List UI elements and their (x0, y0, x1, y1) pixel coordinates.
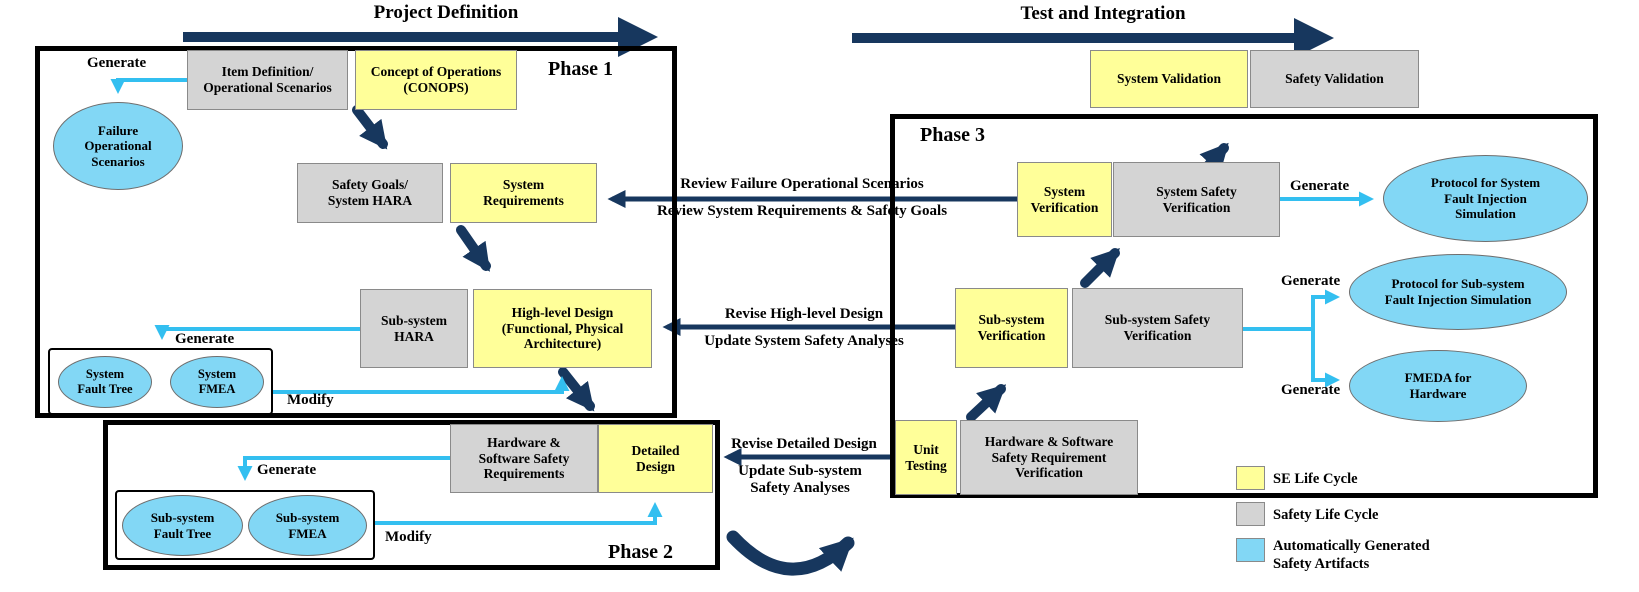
phase2-label: Phase 2 (608, 541, 673, 563)
label-modify-1: Modify (287, 392, 334, 408)
label-generate-4: Generate (1290, 178, 1350, 194)
box-detailed-design: Detailed Design (598, 424, 713, 493)
wire-generate-fmeda (1311, 329, 1341, 388)
legend-swatch-safety-life-cycle (1236, 502, 1265, 526)
box-system-requirements: System Requirements (450, 163, 597, 223)
phase1-box (35, 46, 677, 418)
label-review-failure-scenarios: Review Failure Operational Scenarios (680, 176, 924, 192)
artifact-system-fault-tree: System Fault Tree (58, 356, 152, 408)
label-revise-high-level-design: Revise High-level Design (724, 306, 884, 322)
box-hw-sw-safety-requirement-verification: Hardware & Software Safety Requirement V… (960, 420, 1138, 495)
wire-modify-high-level-design (273, 375, 570, 394)
legend-label-safety-life-cycle: Safety Life Cycle (1273, 507, 1379, 523)
artifact-failure-operational-scenarios: Failure Operational Scenarios (53, 102, 183, 190)
artifact-system-fmea: System FMEA (170, 356, 264, 408)
box-system-verification: System Verification (1017, 162, 1112, 237)
box-system-safety-verification: System Safety Verification (1113, 162, 1280, 237)
box-high-level-design: High-level Design (Functional, Physical … (473, 289, 652, 368)
box-safety-goals: Safety Goals/ System HARA (297, 163, 443, 223)
box-item-definition: Item Definition/ Operational Scenarios (187, 50, 348, 110)
phase2-box (103, 420, 720, 570)
label-revise-detailed-design: Revise Detailed Design (731, 436, 877, 452)
label-update-subsystem-safety-analyses: Update Sub-system Safety Analyses (738, 463, 862, 497)
legend-label-auto-generated: Automatically Generated Safety Artifacts (1273, 538, 1430, 573)
arrow-unit-to-subsystem-verification (966, 384, 1007, 422)
phase3-box (890, 114, 1598, 498)
wire-modify-detailed-design (375, 501, 663, 525)
label-generate-6: Generate (1281, 382, 1341, 398)
label-generate-1: Generate (87, 55, 147, 71)
box-hw-sw-safety-requirements: Hardware & Software Safety Requirements (450, 424, 598, 493)
legend-swatch-auto-generated (1236, 538, 1265, 562)
arrow-conops-to-safety-goals (352, 105, 388, 150)
artifact-fmeda-hardware: FMEDA for Hardware (1349, 350, 1527, 422)
header-project-definition: Project Definition (373, 2, 519, 23)
legend-label-se-life-cycle: SE Life Cycle (1273, 471, 1358, 487)
box-system-validation: System Validation (1090, 50, 1248, 108)
label-generate-3: Generate (257, 462, 317, 478)
arrow-phase2-to-phase3-swoosh (726, 530, 855, 576)
label-modify-2: Modify (385, 529, 432, 545)
artifact-protocol-subsystem-fault-injection: Protocol for Sub-system Fault Injection … (1349, 254, 1567, 330)
wire-generate-system-artifacts (154, 324, 360, 341)
box-unit-testing: Unit Testing (895, 420, 957, 495)
legend-swatch-se-life-cycle (1236, 466, 1265, 490)
box-conops: Concept of Operations (CONOPS) (355, 50, 517, 110)
wire-generate-failure-scenarios (110, 78, 187, 95)
label-generate-2: Generate (175, 331, 235, 347)
wire-generate-protocol-subsystem (1243, 289, 1341, 331)
artifact-subsystem-fmea: Sub-system FMEA (248, 495, 367, 556)
artifact-subsystem-fault-tree: Sub-system Fault Tree (122, 495, 243, 556)
label-update-system-safety-analyses: Update System Safety Analyses (704, 333, 904, 349)
arrow-subsystem-to-system-verification (1080, 248, 1120, 288)
phase3-label: Phase 3 (920, 124, 985, 146)
box-subsystem-hara: Sub-system HARA (360, 289, 468, 368)
header-test-and-integration: Test and Integration (1020, 3, 1186, 24)
label-generate-5: Generate (1281, 273, 1341, 289)
artifact-protocol-system-fault-injection: Protocol for System Fault Injection Simu… (1383, 155, 1588, 242)
box-subsystem-safety-verification: Sub-system Safety Verification (1072, 288, 1243, 368)
label-review-system-requirements: Review System Requirements & Safety Goal… (656, 203, 948, 219)
arrow-requirements-to-hld (456, 225, 491, 272)
phase1-label: Phase 1 (548, 58, 613, 80)
wire-generate-subsystem-artifacts (237, 456, 450, 482)
box-safety-validation: Safety Validation (1250, 50, 1419, 108)
box-subsystem-verification: Sub-system Verification (955, 288, 1068, 368)
